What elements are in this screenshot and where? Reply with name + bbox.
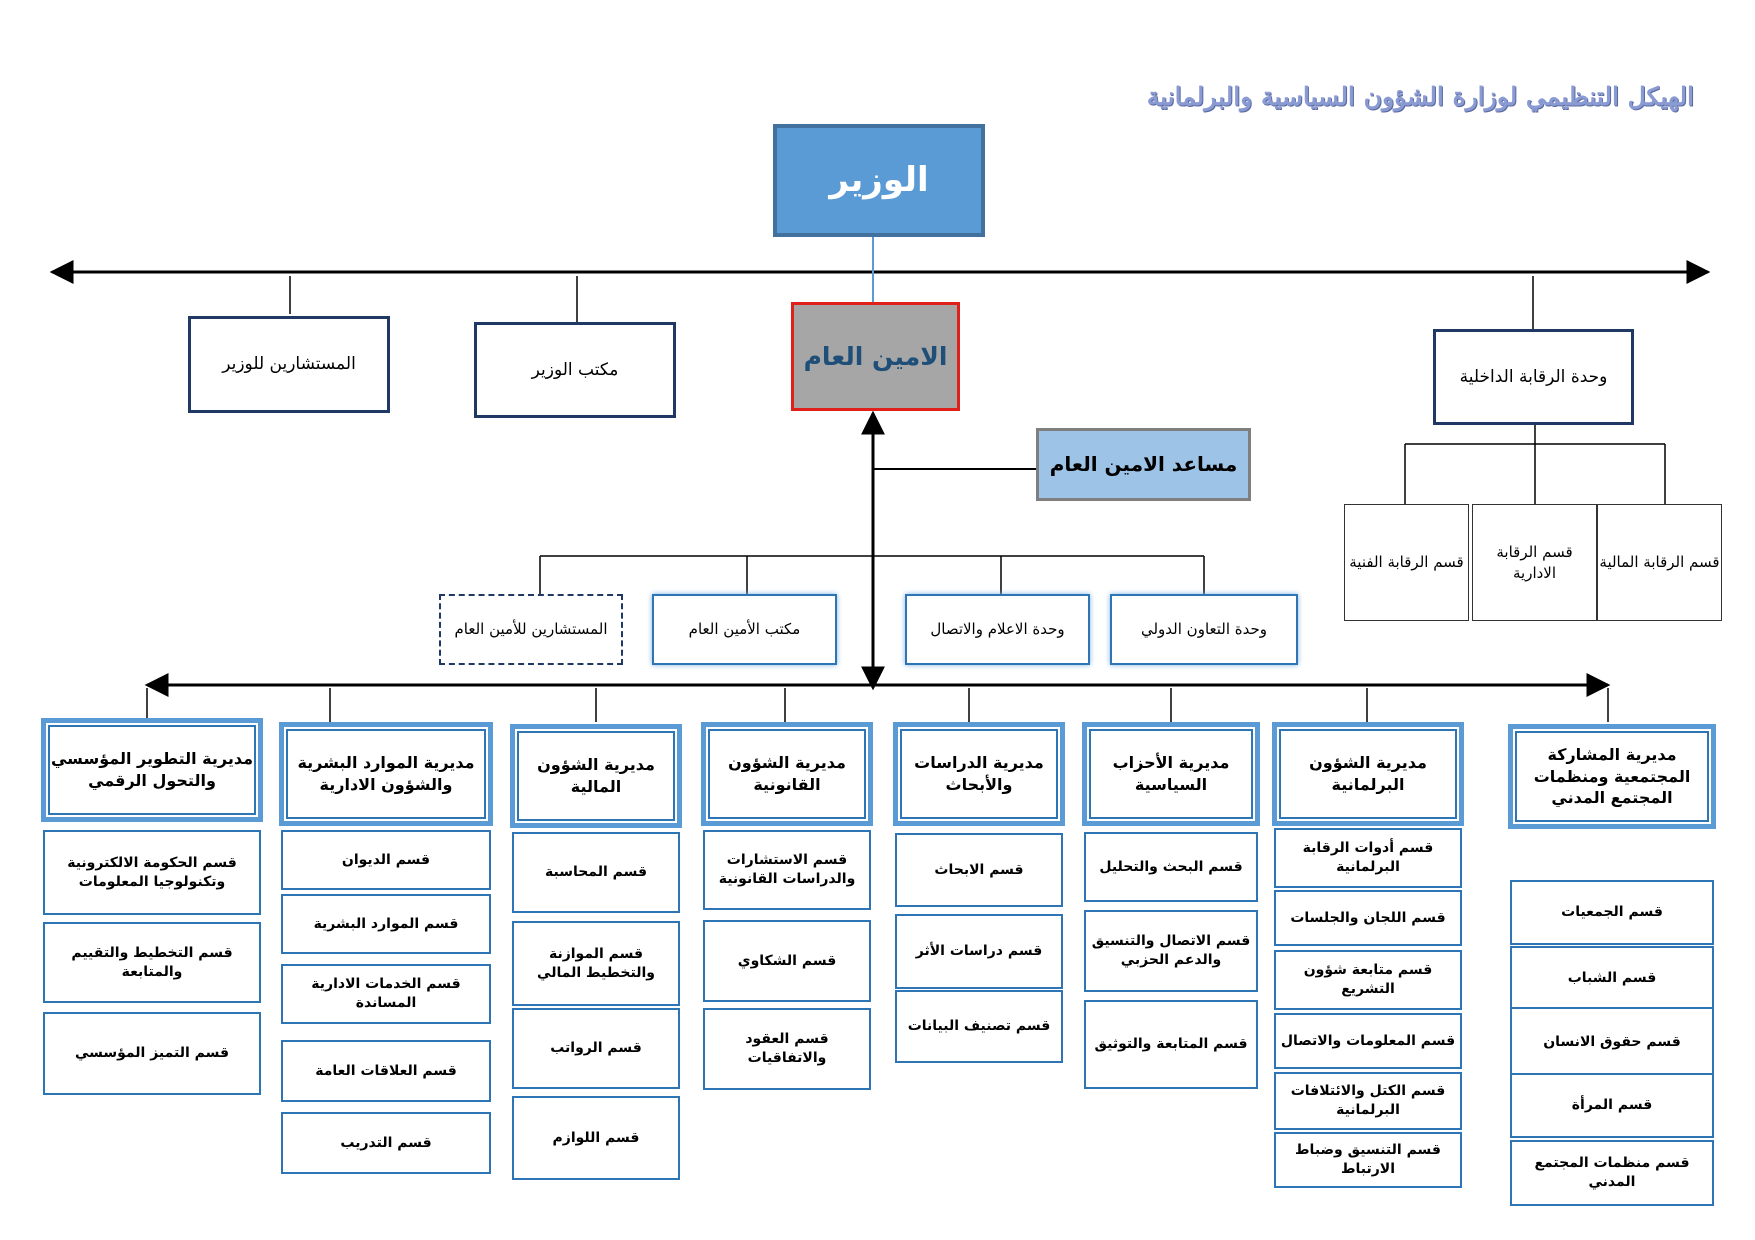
assistant-secretary-general-box: مساعد الامين العام (1036, 428, 1251, 501)
department-box: قسم الشباب (1510, 946, 1714, 1011)
department-box: قسم التخطيط والتقييم والمتابعة (43, 922, 261, 1003)
department-box: قسم التنسيق وضباط الارتباط (1274, 1132, 1462, 1188)
department-box: قسم التميز المؤسسي (43, 1012, 261, 1095)
secgen-unit-box: وحدة الاعلام والاتصال (905, 594, 1090, 665)
department-box: قسم الرواتب (512, 1008, 680, 1089)
department-box: قسم الابحاث (895, 833, 1063, 907)
department-box: قسم المعلومات والاتصال (1274, 1013, 1462, 1069)
department-box: قسم المتابعة والتوثيق (1084, 1000, 1258, 1089)
minister-advisors-box: المستشارين للوزير (188, 316, 390, 413)
department-box: قسم العقود والاتفاقيات (703, 1008, 871, 1090)
department-box: قسم الشكاوي (703, 920, 871, 1002)
audit-section-box: قسم الرقابة الفنية (1344, 504, 1469, 621)
department-box: قسم الموازنة والتخطيط المالي (512, 921, 680, 1006)
directorate-box: مديرية الأحزاب السياسية (1082, 722, 1260, 826)
department-box: قسم متابعة شؤون التشريع (1274, 950, 1462, 1010)
directorate-box: مديرية التطوير المؤسسي والتحول الرقمي (41, 718, 263, 822)
department-box: قسم دراسات الأثر (895, 914, 1063, 989)
department-box: قسم الجمعيات (1510, 880, 1714, 945)
department-box: قسم الموارد البشرية (281, 894, 491, 954)
directorate-box: مديرية الشؤون البرلمانية (1272, 722, 1464, 826)
department-box: قسم الديوان (281, 830, 491, 890)
department-box: قسم الخدمات الادارية المساندة (281, 964, 491, 1024)
directorate-box: مديرية الموارد البشرية والشؤون الادارية (279, 722, 493, 826)
secgen-unit-box: وحدة التعاون الدولي (1110, 594, 1298, 665)
department-box: قسم منظمات المجتمع المدني (1510, 1140, 1714, 1206)
minister-box: الوزير (773, 124, 985, 237)
department-box: قسم أدوات الرقابة البرلمانية (1274, 828, 1462, 888)
secgen-unit-box: المستشارين للأمين العام (439, 594, 623, 665)
secretary-general-box: الامين العام (791, 302, 960, 411)
department-box: قسم الكتل والائتلافات البرلمانية (1274, 1072, 1462, 1130)
department-box: قسم التدريب (281, 1112, 491, 1174)
department-box: قسم الاتصال والتنسيق والدعم الحزبي (1084, 910, 1258, 992)
audit-section-box: قسم الرقابة المالية (1597, 504, 1722, 621)
department-box: قسم اللجان والجلسات (1274, 890, 1462, 946)
audit-section-box: قسم الرقابة الادارية (1472, 504, 1597, 621)
department-box: قسم الاستشارات والدراسات القانونية (703, 830, 871, 910)
internal-audit-unit-box: وحدة الرقابة الداخلية (1433, 329, 1634, 425)
department-box: قسم البحث والتحليل (1084, 832, 1258, 902)
department-box: قسم المحاسبة (512, 832, 680, 913)
directorate-box: مديرية الشؤون المالية (510, 724, 682, 828)
department-box: قسم تصنيف البيانات (895, 990, 1063, 1063)
department-box: قسم الحكومة الالكترونية وتكنولوجيا المعل… (43, 830, 261, 915)
department-box: قسم اللوازم (512, 1096, 680, 1180)
directorate-box: مديرية المشاركة المجتمعية ومنظمات المجتم… (1508, 724, 1716, 829)
directorate-box: مديرية الدراسات والأبحاث (893, 722, 1065, 826)
directorate-box: مديرية الشؤون القانونية (701, 722, 873, 826)
department-box: قسم حقوق الانسان (1510, 1007, 1714, 1077)
department-box: قسم المرأة (1510, 1073, 1714, 1138)
minister-office-box: مكتب الوزير (474, 322, 676, 418)
chart-title: الهيكل التنظيمي لوزارة الشؤون السياسية و… (1146, 82, 1694, 111)
department-box: قسم العلاقات العامة (281, 1040, 491, 1102)
secgen-unit-box: مكتب الأمين العام (652, 594, 837, 665)
